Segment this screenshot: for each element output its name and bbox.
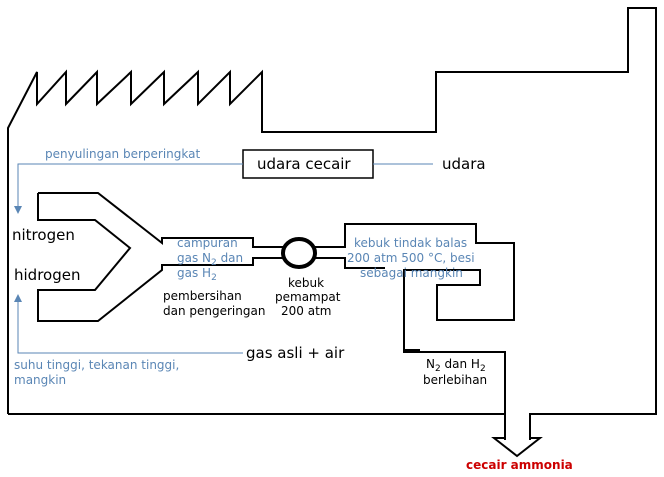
distillation-line [14,163,243,214]
factory-floor [8,413,506,440]
liquid-air-label: udara cecair [257,155,351,173]
reactor-line3: sebagai mangkin [360,266,463,280]
fractional-distillation-label: penyulingan berperingkat [45,147,200,161]
conditions-label-2: mangkin [14,373,66,387]
natural-gas-line [14,294,243,354]
compressor-line2: pemampat [275,290,341,304]
compressor-line1: kebuk [288,276,324,290]
merging-pipe [37,192,283,322]
purification-line2: dan pengeringan [163,304,265,318]
excess-gas-pipe [403,270,506,414]
factory-outline [7,7,657,440]
mixture-line2: gas N2 dan [177,251,243,268]
compressor-line3: 200 atm [281,304,331,318]
compressor-oval [281,237,317,269]
natural-gas-label: gas asli + air [246,344,345,362]
reactor-line2: 200 atm 500 °C, besi [347,251,475,265]
nitrogen-label: nitrogen [12,226,75,244]
ammonia-outlet-arrow [491,414,543,458]
purification-line1: pembersihan [163,289,242,303]
conditions-label: suhu tinggi, tekanan tinggi, [14,358,179,372]
hydrogen-label: hidrogen [14,266,80,284]
excess-gas-line1: N2 dan H2 [426,357,486,374]
mixture-line3: gas H2 [177,266,217,283]
excess-gas-line2: berlebihan [423,373,487,387]
liquid-ammonia-label: cecair ammonia [466,458,573,472]
reactor-line1: kebuk tindak balas [354,236,467,250]
reactor-pipe [315,223,515,351]
air-label: udara [442,155,486,173]
mixture-line1: campuran [177,236,238,250]
